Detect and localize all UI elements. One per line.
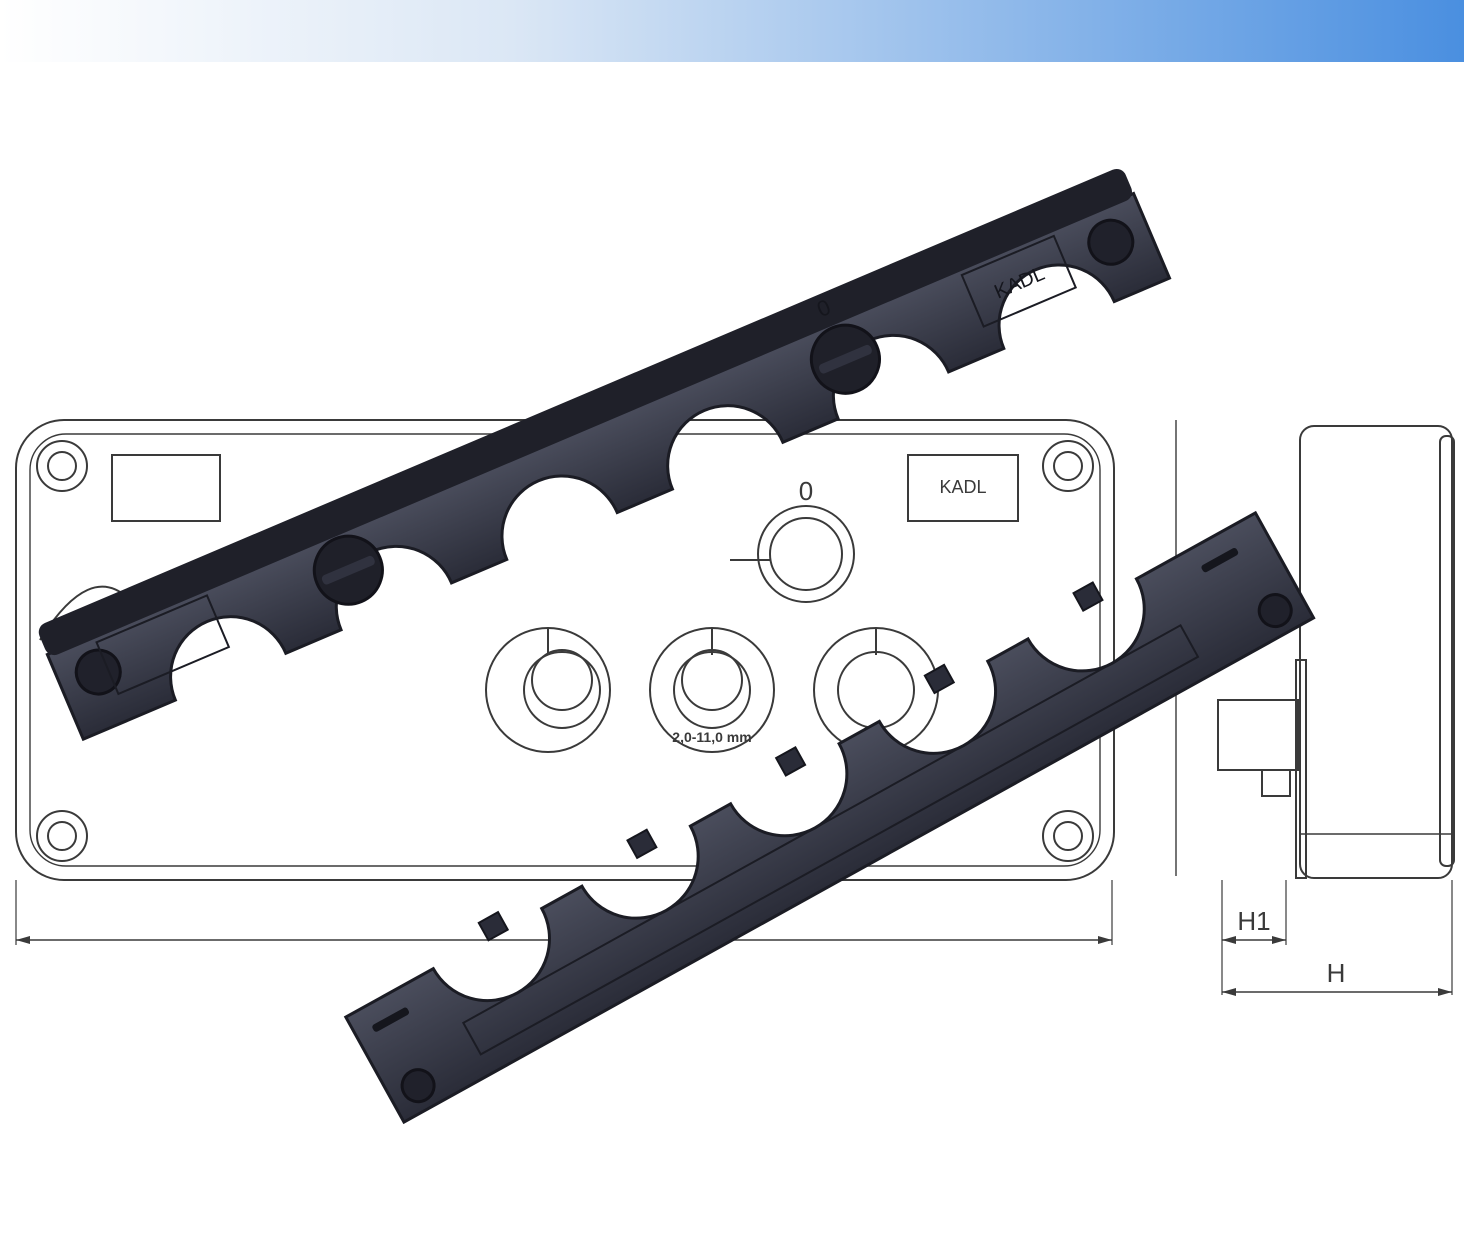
- dimension-h1-label: H1: [1237, 906, 1270, 936]
- drawing-switch-position-label: 0: [799, 476, 813, 506]
- drawing-grommet-label: 2,0-11,0 mm: [672, 729, 751, 745]
- dimension-h-label: H: [1327, 958, 1346, 988]
- top-gradient-banner: [0, 0, 1464, 62]
- drawing-brand-label: KADL: [939, 477, 986, 497]
